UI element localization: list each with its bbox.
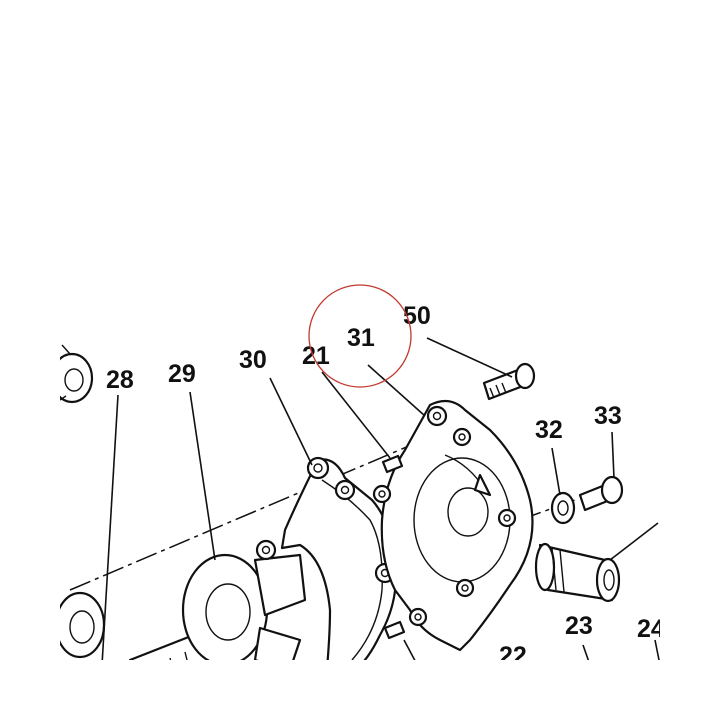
highlight-circle [308, 284, 412, 388]
part-33-screw [578, 475, 624, 512]
callout-21: 21 [302, 342, 330, 370]
part-32-washer [550, 491, 576, 525]
part-21-dowel-pins [381, 454, 406, 640]
callout-28: 28 [106, 366, 134, 394]
callout-33: 33 [594, 402, 622, 430]
crop-mask-left [0, 300, 60, 720]
part-30-gasket [255, 456, 398, 692]
callout-30: 30 [239, 346, 267, 374]
callout-31: 31 [347, 324, 375, 352]
callout-50: 50 [403, 302, 431, 330]
callout-32: 32 [535, 416, 563, 444]
crop-mask-bottom [0, 660, 720, 720]
part-50-bolt [482, 362, 536, 401]
part-23-fitting [534, 542, 621, 603]
crop-mask-right [660, 300, 720, 720]
part-31-pump-cover [372, 399, 534, 652]
callout-29: 29 [168, 360, 196, 388]
callout-23: 23 [565, 612, 593, 640]
